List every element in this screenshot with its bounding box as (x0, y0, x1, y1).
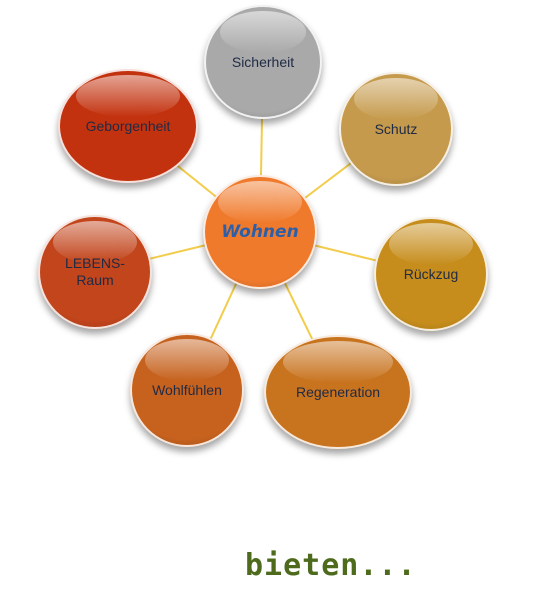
footer-text: bieten... (245, 548, 417, 583)
node-lebensraum: LEBENS- Raum (38, 215, 152, 329)
center-node-label: Wohnen (221, 221, 299, 242)
node-sicherheit-label: Sicherheit (231, 53, 295, 70)
node-wohlfuehlen-label: Wohlfühlen (152, 381, 222, 398)
node-rueckzug-label: Rückzug (403, 265, 459, 282)
node-schutz-label: Schutz (374, 120, 418, 137)
center-node-wohnen: Wohnen (203, 175, 317, 289)
node-geborgenheit: Geborgenheit (58, 69, 198, 183)
node-lebensraum-label: LEBENS- Raum (65, 255, 125, 288)
node-wohlfuehlen: Wohlfühlen (130, 333, 244, 447)
node-schutz: Schutz (339, 72, 453, 186)
node-geborgenheit-label: Geborgenheit (85, 117, 171, 134)
node-rueckzug: Rückzug (374, 217, 488, 331)
node-sicherheit: Sicherheit (204, 5, 322, 119)
node-regeneration-label: Regeneration (295, 383, 381, 400)
node-regeneration: Regeneration (264, 335, 412, 449)
